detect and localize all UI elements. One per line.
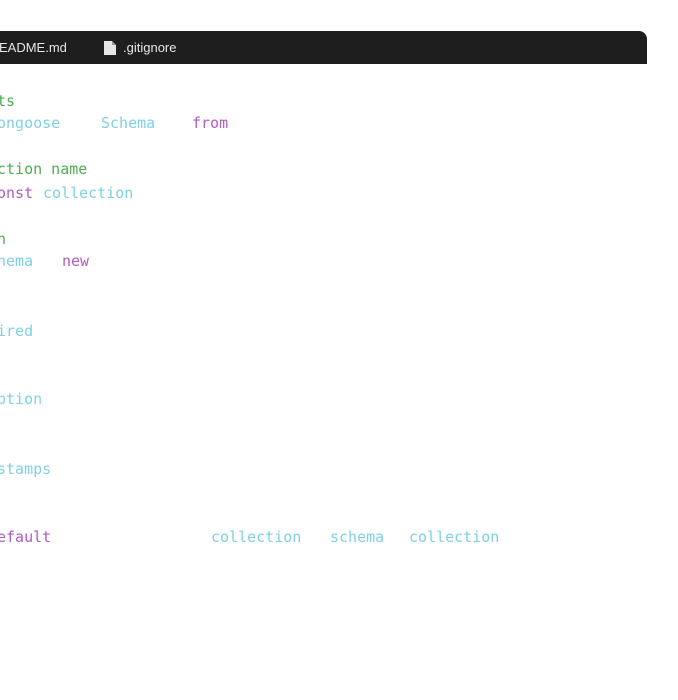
code-token: ts — [0, 92, 16, 110]
file-icon — [104, 40, 116, 55]
tab-gitignore-label: .gitignore — [123, 40, 177, 55]
code-token: collection — [211, 528, 302, 546]
tab-readme[interactable]: EADME.md — [0, 31, 67, 64]
editor-tab-bar: EADME.md .gitignore — [0, 31, 647, 64]
code-token: onst — [0, 184, 34, 202]
code-token: efault — [0, 528, 52, 546]
code-token: from — [192, 114, 229, 132]
code-token: ongoose — [0, 114, 61, 132]
code-token: schema — [330, 528, 385, 546]
tab-gitignore[interactable]: .gitignore — [104, 31, 176, 64]
code-token: ption — [0, 390, 43, 408]
code-token: ction name — [0, 160, 88, 178]
tab-readme-label: EADME.md — [0, 40, 67, 55]
code-token: hema — [0, 252, 34, 270]
code-token: collection — [409, 528, 500, 546]
code-token: n — [0, 230, 7, 248]
code-token: collection — [43, 184, 134, 202]
code-editor[interactable]: ts ongoose Schema from ction name onst c… — [0, 64, 678, 700]
code-token: Schema — [101, 114, 156, 132]
code-token: new — [62, 252, 90, 270]
code-token: ired — [0, 322, 34, 340]
code-token: stamps — [0, 460, 52, 478]
